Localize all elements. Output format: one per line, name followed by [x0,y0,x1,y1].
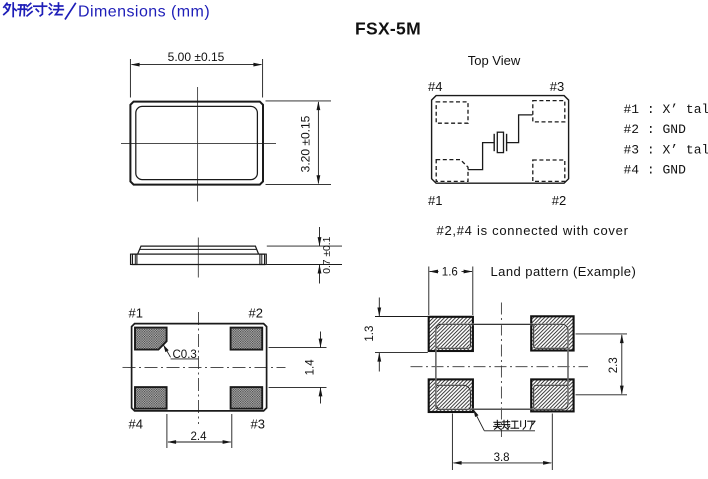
svg-text:1.6: 1.6 [442,267,458,279]
svg-text:#4: #4 [129,417,143,432]
svg-text:C0.3: C0.3 [173,349,197,361]
svg-text:2.4: 2.4 [191,431,208,443]
svg-text:#3 : X’ tal: #3 : X’ tal [624,142,708,157]
svg-text:#2: #2 [249,306,263,321]
svg-text:#1: #1 [129,306,143,321]
svg-text:#3: #3 [550,79,564,94]
svg-text:Land pattern (Example): Land pattern (Example) [491,264,637,279]
svg-text:#4 : GND: #4 : GND [624,163,687,178]
svg-text:1.4: 1.4 [305,359,317,376]
svg-text:0.7 ±0.1: 0.7 ±0.1 [322,236,333,273]
svg-text:2.3: 2.3 [608,357,620,373]
svg-text:FSX-5M: FSX-5M [355,19,421,39]
svg-text:#1: #1 [428,193,442,208]
svg-text:#2,#4 is connected with cover: #2,#4 is connected with cover [437,223,629,238]
svg-text:3.8: 3.8 [494,452,510,464]
svg-text:5.00 ±0.15: 5.00 ±0.15 [168,50,225,64]
svg-text:1.3: 1.3 [364,326,376,342]
svg-text:#1 : X’ tal: #1 : X’ tal [624,102,708,117]
svg-text:#2: #2 [552,193,566,208]
svg-text:#3: #3 [251,417,265,432]
svg-text:#4: #4 [428,79,442,94]
svg-text:3.20 ±0.15: 3.20 ±0.15 [299,115,313,172]
svg-text:Top View: Top View [468,53,521,68]
svg-text:#2 : GND: #2 : GND [624,122,687,137]
svg-text:Dimensions (mm): Dimensions (mm) [78,4,210,21]
